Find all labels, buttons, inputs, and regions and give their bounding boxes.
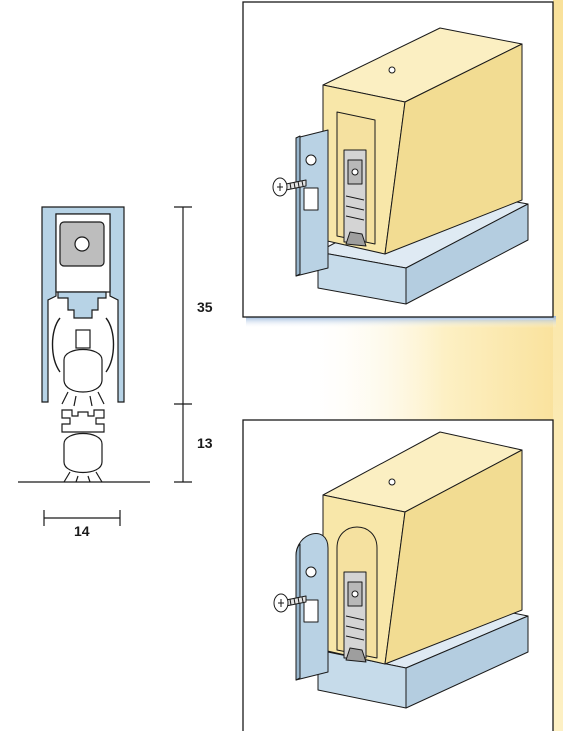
screw-cross: [278, 599, 284, 607]
panel-rounded-plate: [242, 419, 554, 731]
mechanism-screw: [351, 168, 359, 176]
screw-thread: [289, 596, 304, 606]
door-block-side: [384, 449, 523, 665]
seal-clip-lower: [61, 409, 105, 433]
strike-plate-edge: [295, 135, 301, 277]
seal-lower: [63, 433, 103, 473]
dim-label-14: 14: [74, 523, 90, 539]
seal-lower-fins: [63, 471, 103, 483]
mechanism-springs: [345, 615, 365, 641]
strike-plate-edge: [295, 543, 301, 681]
insert-hole: [74, 236, 90, 252]
seal-clip-upper: [75, 329, 91, 349]
mechanism-seal: [345, 231, 367, 247]
dim-label-35: 35: [197, 299, 213, 315]
background-glow: [246, 0, 563, 731]
plate-hole: [305, 154, 317, 166]
base-block-side: [405, 203, 529, 305]
plate-slot: [303, 599, 319, 623]
seal-upper: [63, 349, 103, 393]
plate-slot: [303, 187, 319, 211]
plate-hole: [305, 566, 317, 578]
base-block-side: [405, 615, 529, 709]
block-hole: [388, 478, 396, 486]
block-hole: [388, 66, 396, 74]
mechanism-seal: [345, 647, 367, 663]
spring-left: [51, 317, 61, 373]
cross-section-drawing: [18, 206, 192, 526]
panel-square-plate: [242, 1, 554, 318]
slider-body: [57, 291, 107, 319]
door-block-side: [384, 43, 523, 255]
mechanism-springs: [345, 195, 365, 221]
mechanism-screw: [351, 590, 359, 598]
seal-upper-fins: [61, 391, 105, 407]
screw-thread: [289, 180, 304, 190]
spring-right: [105, 317, 115, 373]
dim-label-13: 13: [197, 435, 213, 451]
screw-cross: [277, 183, 283, 191]
